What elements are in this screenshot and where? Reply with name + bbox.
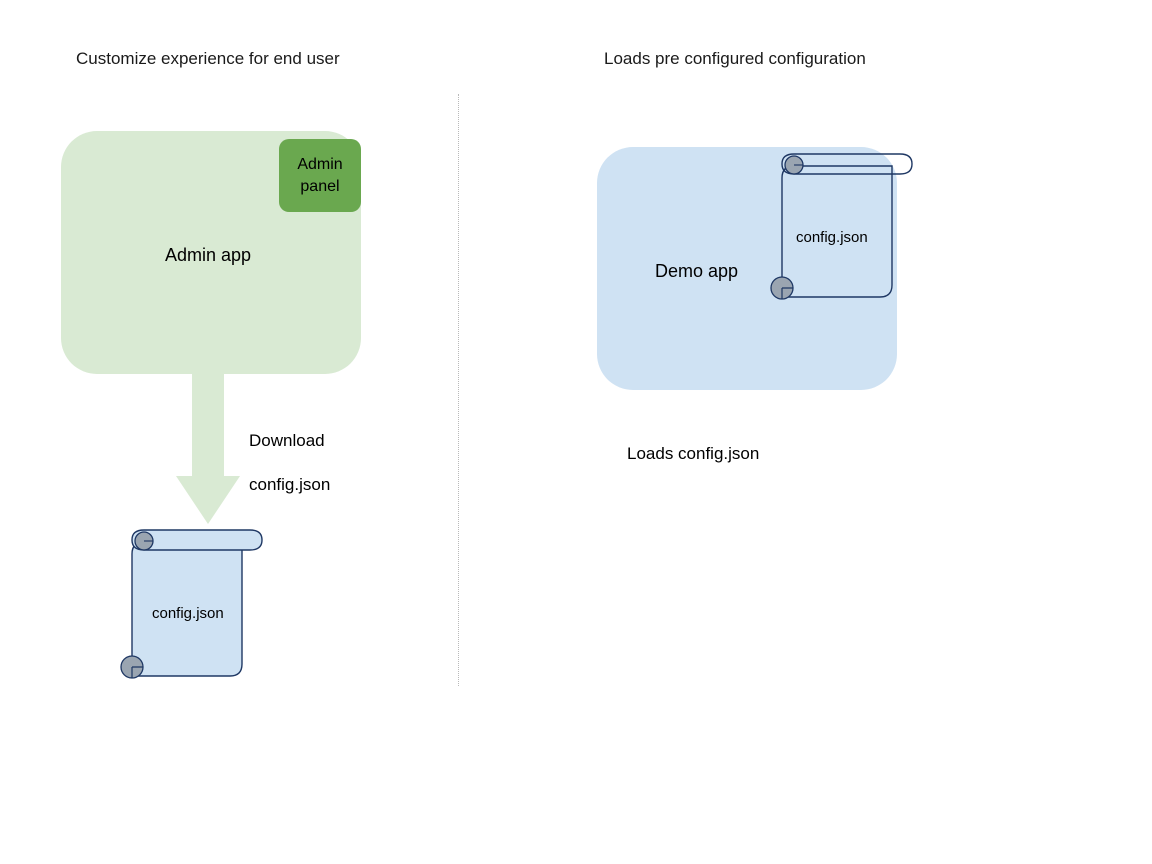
demo-app-label: Demo app <box>655 261 739 281</box>
left-column-title: Customize experience for end user <box>76 49 340 68</box>
config-json-label-left: config.json <box>152 605 224 622</box>
loads-config-caption: Loads config.json <box>627 444 760 463</box>
scroll-bottom-knob-line-right <box>781 287 793 299</box>
right-column-title: Loads pre configured configuration <box>604 49 866 68</box>
admin-panel-chip[interactable]: Admin panel <box>279 139 361 212</box>
download-arrow-label-line1: Download <box>249 431 325 450</box>
config-json-label-right: config.json <box>796 229 868 246</box>
scroll-top-curl-right <box>781 153 913 175</box>
admin-panel-chip-label: Admin panel <box>297 154 342 198</box>
config-json-scroll-icon-right[interactable] <box>768 152 916 310</box>
download-arrow-icon <box>176 368 240 524</box>
download-arrow-label: Download config.json <box>249 408 330 496</box>
config-json-scroll-icon-left[interactable] <box>118 528 266 690</box>
admin-panel-chip-label-line2: panel <box>300 177 340 195</box>
column-divider <box>458 94 459 686</box>
download-arrow-label-line2: config.json <box>249 475 331 494</box>
scroll-bottom-knob-line-left <box>131 666 143 678</box>
download-arrow-shape <box>176 368 240 524</box>
admin-panel-chip-label-line1: Admin <box>297 155 343 173</box>
admin-app-label: Admin app <box>165 245 252 265</box>
scroll-top-curl-left <box>131 529 263 551</box>
demo-app-box[interactable] <box>597 147 897 390</box>
